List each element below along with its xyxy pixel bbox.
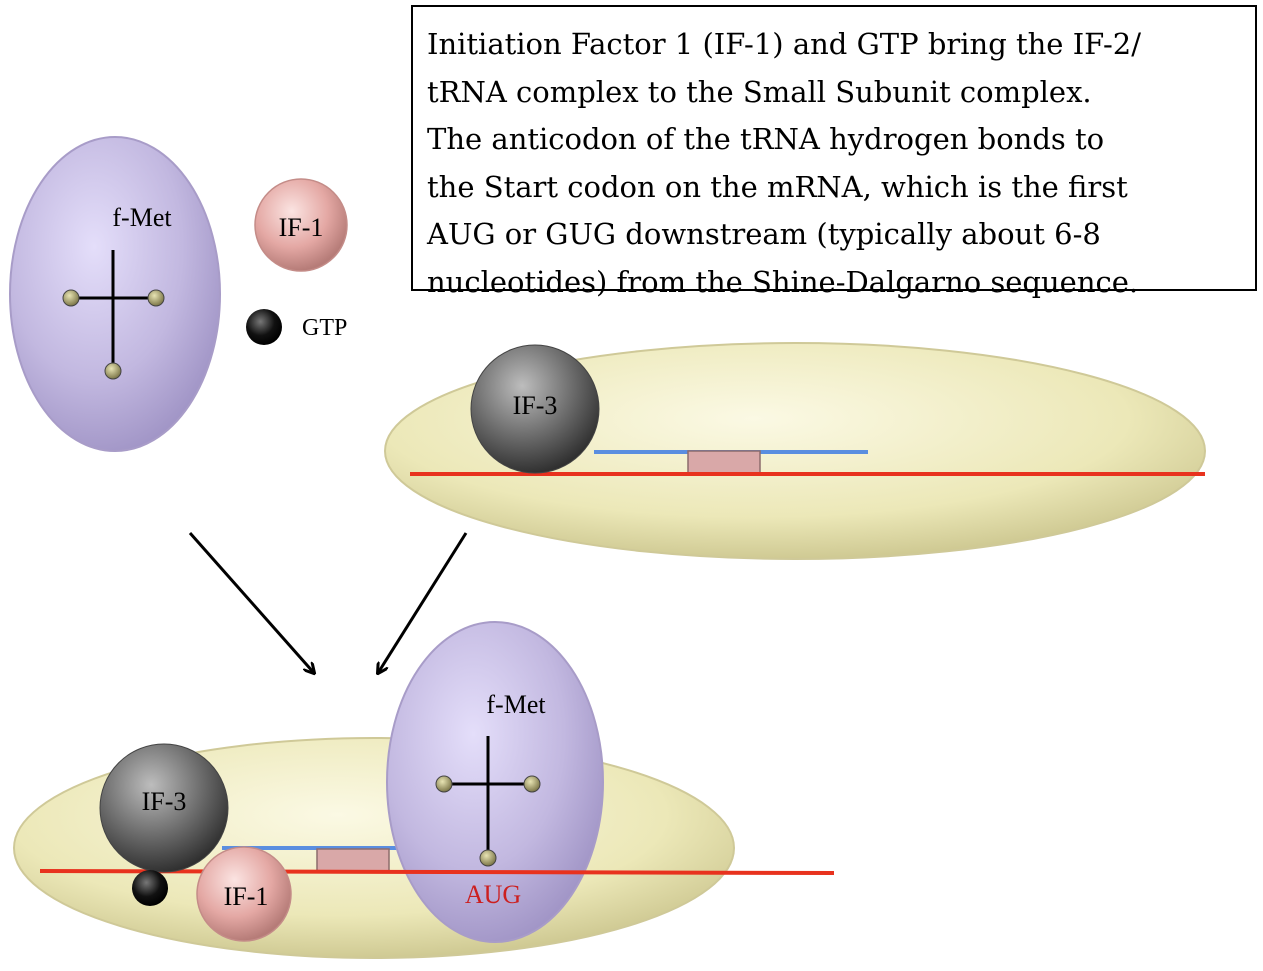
gtp-bottom — [132, 870, 168, 906]
gtp-top: GTP — [246, 309, 347, 345]
caption-line: nucleotides) from the Shine-Dalgarno seq… — [427, 264, 1139, 299]
fmet-label-top: f-Met — [112, 203, 172, 232]
arrow-right — [378, 532, 468, 673]
if1-label-top: IF-1 — [279, 213, 324, 242]
fmet-label-bottom: f-Met — [486, 690, 546, 719]
if3-bottom: IF-3 — [99, 743, 229, 873]
trna-cross-top — [62, 250, 165, 380]
if3-label-top: IF-3 — [513, 391, 558, 420]
caption-line: The anticodon of the tRNA hydrogen bonds… — [427, 122, 1105, 156]
aug-label: AUG — [465, 880, 521, 909]
trna-complex-top: f-Met — [9, 136, 221, 452]
caption-line: AUG or GUG downstream (typically about 6… — [427, 217, 1101, 251]
assembled-complex-bottom: f-Met AUG IF-3 IF-1 — [13, 621, 835, 959]
if1-label-bottom: IF-1 — [224, 882, 269, 911]
caption-line: tRNA complex to the Small Subunit comple… — [427, 74, 1092, 109]
caption-line: the Start codon on the mRNA, which is th… — [427, 169, 1128, 204]
if1-bottom: IF-1 — [196, 846, 292, 942]
small-subunit-top: IF-3 — [384, 342, 1206, 560]
arrow-left — [188, 532, 314, 673]
trna-cross-bottom — [435, 736, 541, 867]
caption-box: Initiation Factor 1 (IF-1) and GTP bring… — [411, 5, 1257, 299]
if3-label-bottom: IF-3 — [142, 787, 187, 816]
start-codon-box-top — [687, 450, 761, 475]
if1-top: IF-1 — [254, 178, 348, 272]
caption-line: Initiation Factor 1 (IF-1) and GTP bring… — [427, 27, 1141, 61]
if3-top: IF-3 — [470, 344, 600, 474]
trna-complex-bottom: f-Met AUG — [386, 621, 604, 943]
start-codon-box-bottom — [316, 848, 390, 872]
gtp-label-top: GTP — [302, 315, 347, 341]
